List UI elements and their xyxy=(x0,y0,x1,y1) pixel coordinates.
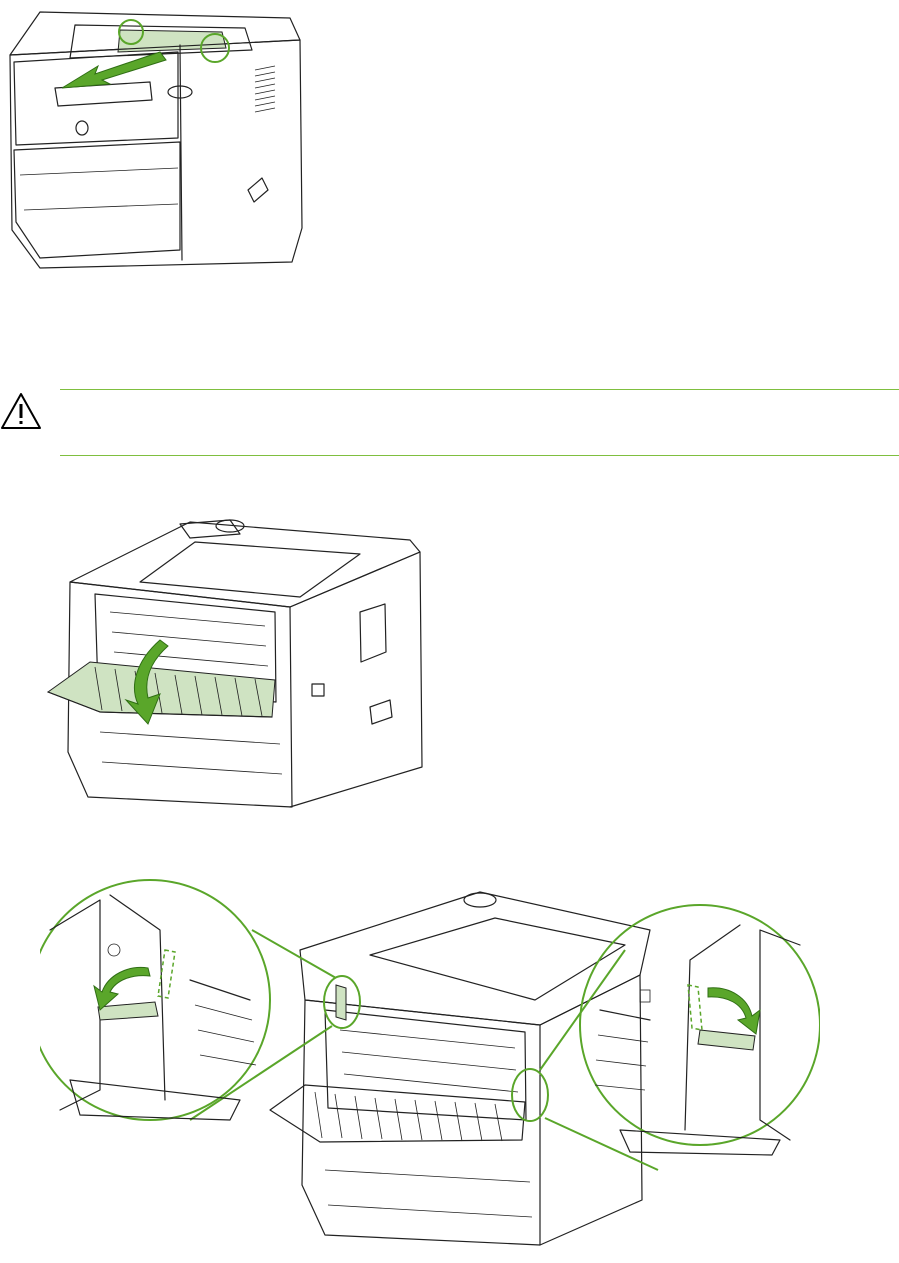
caution-rule-top xyxy=(60,389,899,390)
printer-rear-door-illustration xyxy=(40,512,430,812)
caution-rule-bottom xyxy=(60,455,899,456)
printer-levers-illustration xyxy=(40,870,820,1255)
printer-front-illustration xyxy=(0,0,310,275)
caution-triangle-icon xyxy=(0,392,42,430)
